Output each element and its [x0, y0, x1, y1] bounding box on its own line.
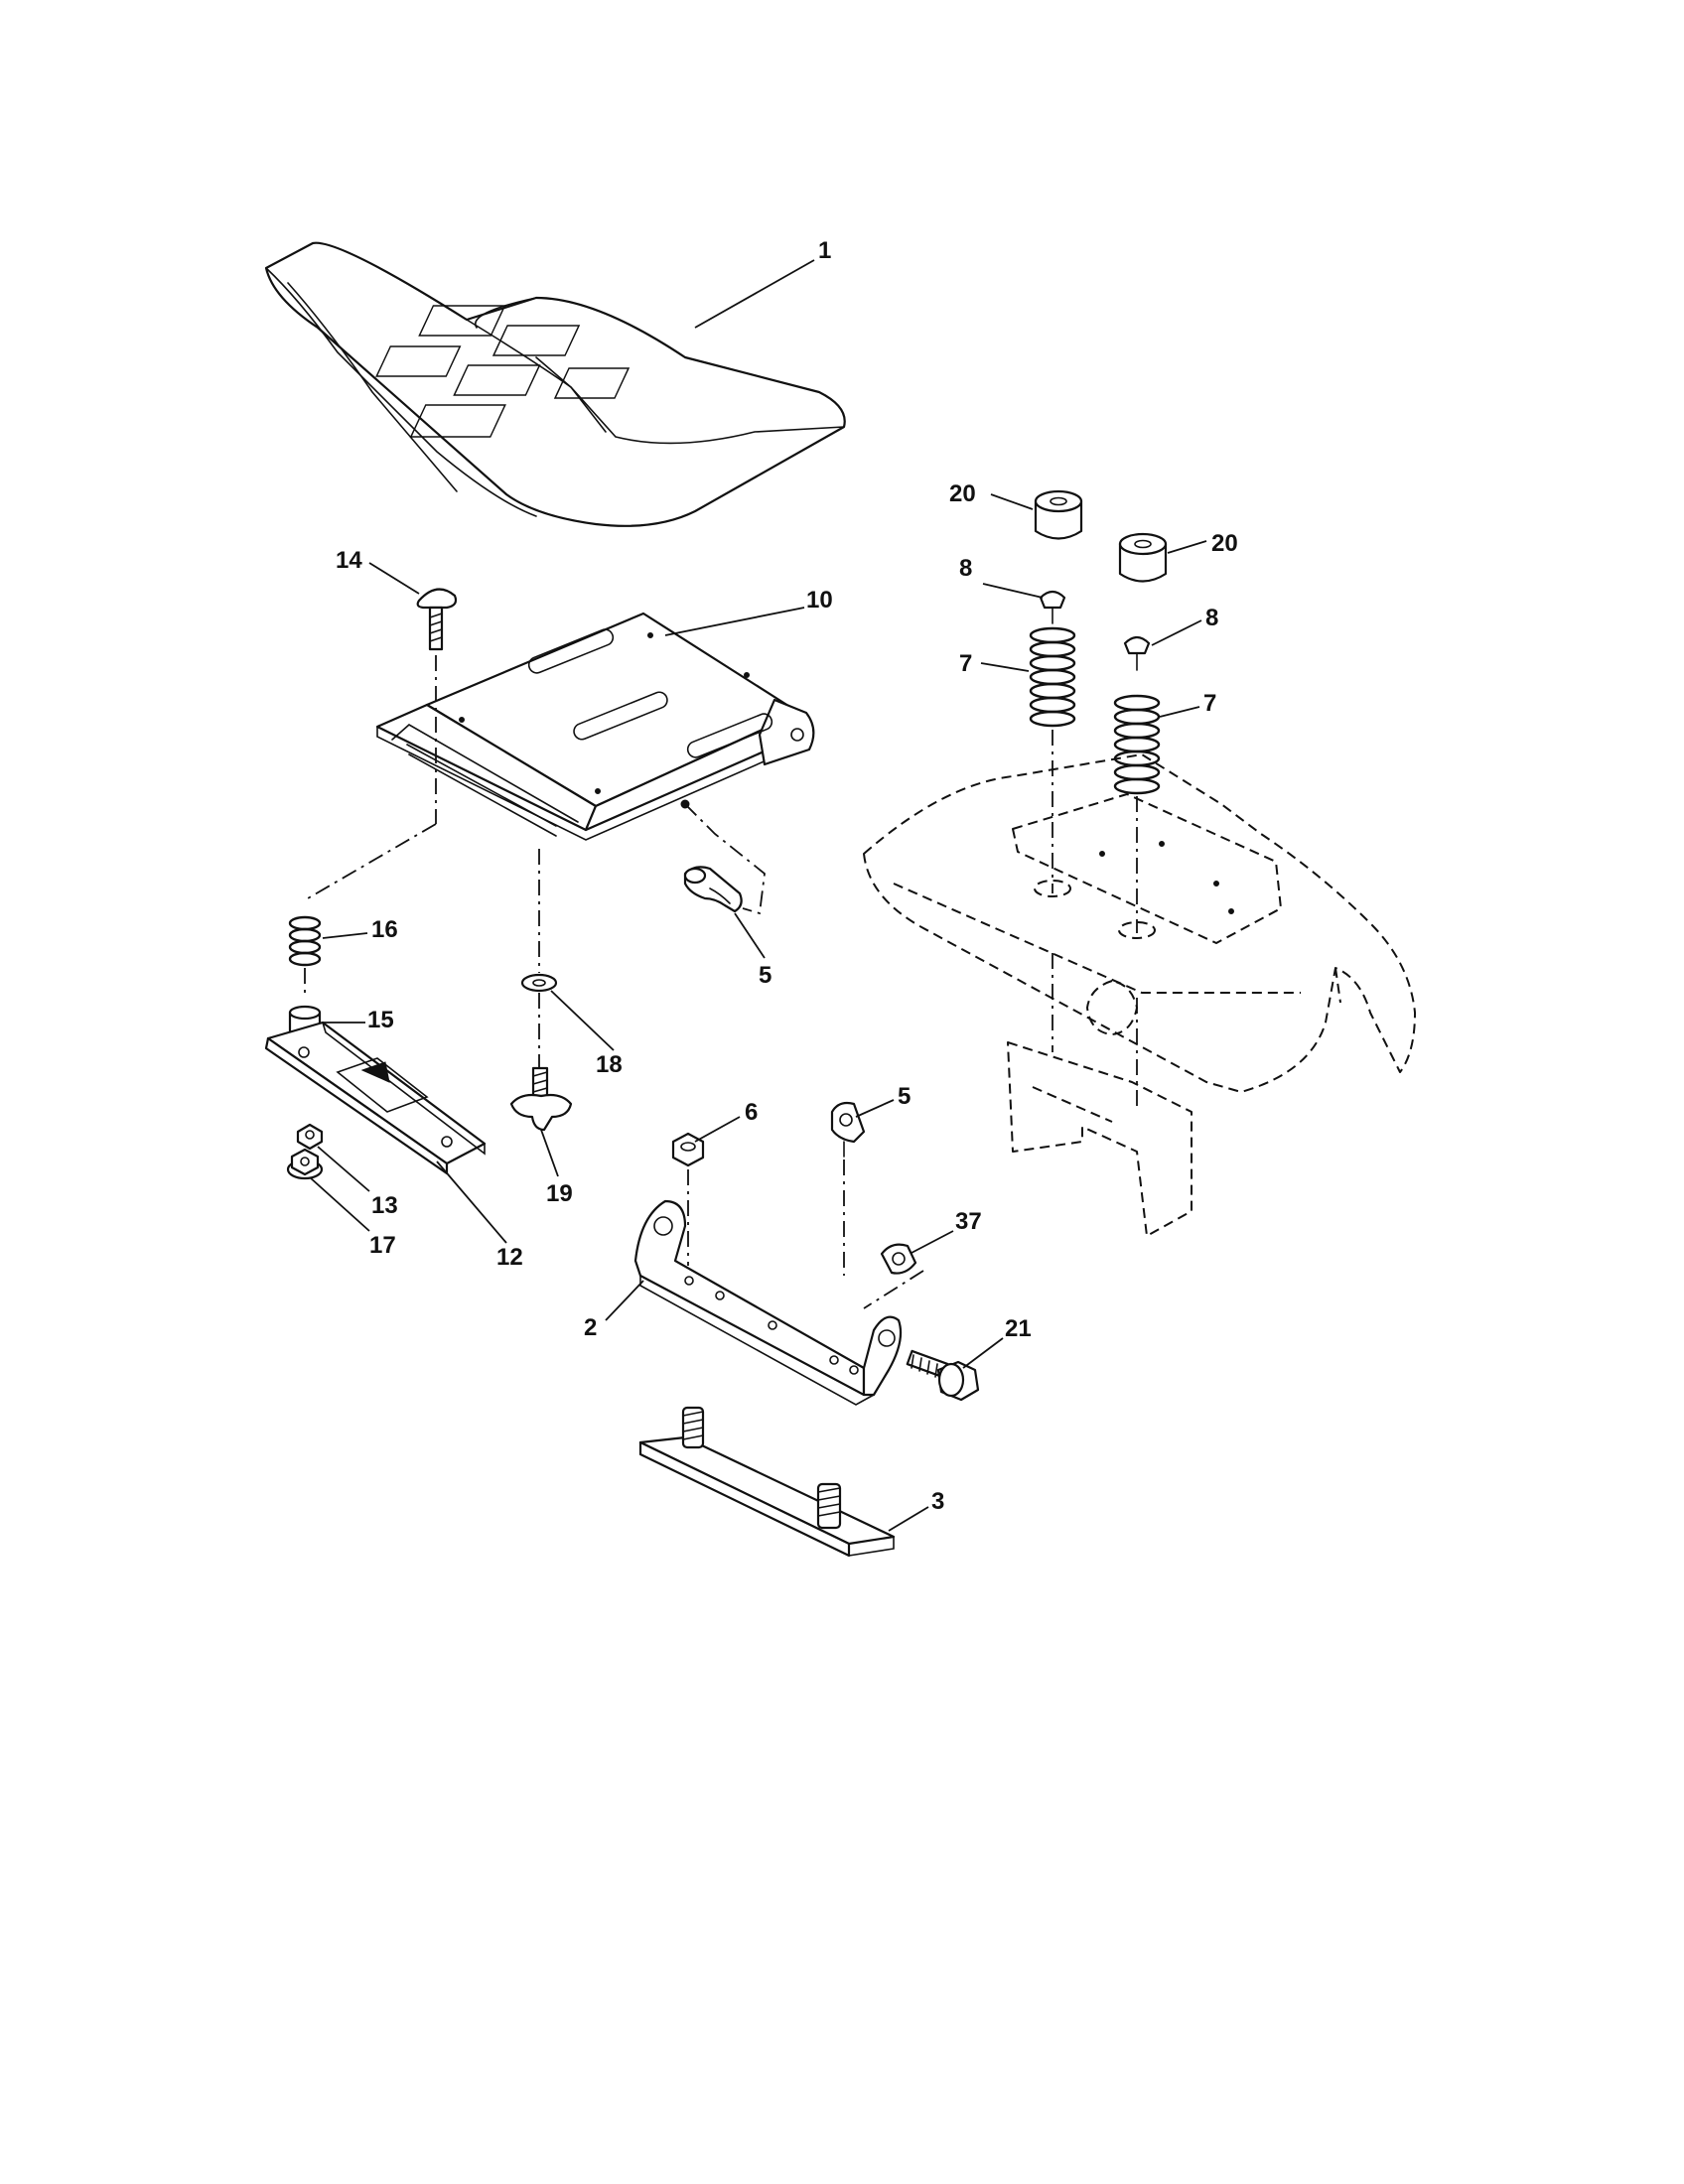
part-clip-upper: [683, 866, 743, 913]
callout-7-left: 7: [959, 650, 972, 677]
callout-20-right: 20: [1211, 530, 1238, 557]
part-seat: [264, 241, 846, 527]
part-shoulder-bolt: [906, 1349, 980, 1402]
callout-14: 14: [336, 547, 362, 574]
part-hex-nut: [671, 1132, 705, 1167]
part-bracket-plate: [264, 1021, 487, 1175]
part-knob: [509, 1066, 573, 1132]
callout-16: 16: [371, 916, 398, 943]
callout-5-upper: 5: [759, 962, 772, 989]
tractor-frame-phantom: [863, 753, 1416, 1237]
part-spring-left: [1029, 626, 1076, 728]
callout-6: 6: [745, 1099, 758, 1126]
part-bushing-left: [1034, 489, 1083, 540]
part-clip-lower: [830, 1101, 866, 1158]
callout-15: 15: [367, 1007, 394, 1033]
callout-20-left: 20: [949, 480, 976, 507]
part-screw-left: [1039, 590, 1066, 624]
part-washer: [520, 973, 558, 993]
callout-12: 12: [496, 1244, 523, 1271]
part-spring-right: [1113, 694, 1161, 795]
part-bushing-right: [1118, 532, 1168, 583]
part-seat-pan: [375, 612, 815, 841]
callout-10: 10: [806, 587, 833, 614]
callout-5-lower: 5: [898, 1083, 911, 1110]
callout-1: 1: [818, 237, 831, 264]
seat-pad-pattern: [375, 305, 631, 438]
callout-17: 17: [369, 1232, 396, 1259]
callout-19: 19: [546, 1180, 573, 1207]
callout-13: 13: [371, 1192, 398, 1219]
callout-3: 3: [931, 1488, 944, 1515]
part-spring-small: [288, 915, 322, 967]
callout-18: 18: [596, 1051, 623, 1078]
part-carriage-bolt: [416, 588, 458, 651]
callout-7-right: 7: [1203, 690, 1216, 717]
callout-8-left: 8: [959, 555, 972, 582]
part-screw-right: [1123, 635, 1151, 671]
callout-21: 21: [1005, 1315, 1032, 1342]
callout-2: 2: [584, 1314, 597, 1341]
part-seat-bracket: [633, 1199, 903, 1406]
callout-8-right: 8: [1205, 605, 1218, 631]
part-base-plate: [638, 1406, 896, 1558]
part-nut-small: [296, 1123, 324, 1151]
part-flange-nut: [286, 1148, 324, 1180]
callout-37: 37: [955, 1208, 982, 1235]
part-lock-nut: [880, 1243, 917, 1275]
